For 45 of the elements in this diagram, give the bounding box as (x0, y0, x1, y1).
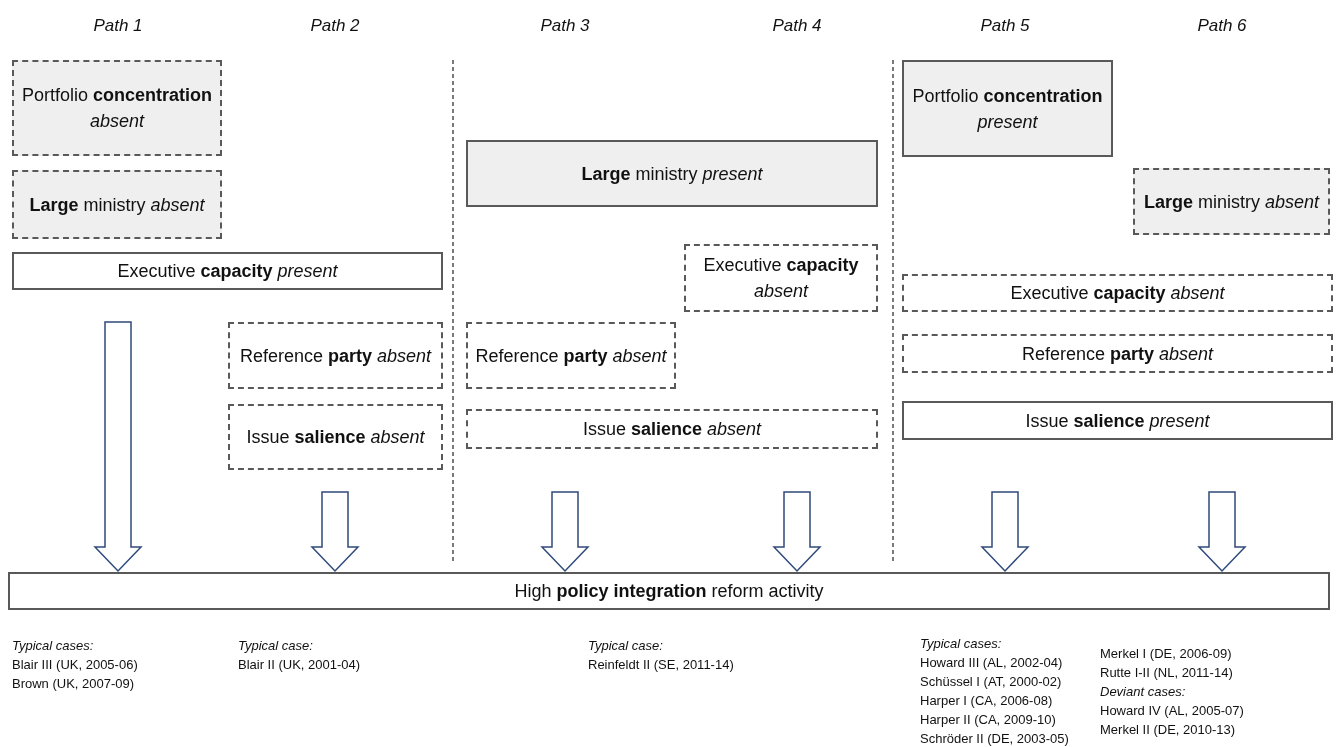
condition-box: Executive capacity absent (902, 274, 1333, 312)
case-text: Brown (UK, 2007-09) (12, 676, 135, 691)
path-heading: Path 2 (310, 16, 360, 36)
path-heading: Path 5 (980, 16, 1030, 36)
path-heading: Path 1 (93, 16, 143, 36)
path-heading: Path 4 (772, 16, 822, 36)
case-text: Typical cases: (12, 638, 94, 653)
condition-box: Issue salience absent (228, 404, 443, 470)
case-text: Howard III (AL, 2002-04) (920, 655, 1063, 670)
case-text: Merkel II (DE, 2010-13) (1100, 722, 1236, 737)
case-text: Harper II (CA, 2009-10) (920, 712, 1056, 727)
case-text: Merkel I (DE, 2006-09) (1100, 646, 1232, 661)
block-arrow (540, 491, 590, 573)
condition-box: Issue salience absent (466, 409, 878, 449)
condition-box: Issue salience present (902, 401, 1333, 440)
case-text: Harper I (CA, 2006-08) (920, 693, 1053, 708)
condition-box: Executive capacity absent (684, 244, 878, 312)
condition-box: Reference party absent (466, 322, 676, 389)
block-arrow (772, 491, 822, 573)
block-arrow (980, 491, 1030, 573)
case-text: Blair III (UK, 2005-06) (12, 657, 138, 672)
block-arrow (310, 491, 360, 573)
case-text: Reinfeldt II (SE, 2011-14) (588, 657, 734, 672)
condition-box: Portfolio concentration present (902, 60, 1113, 157)
condition-box: Large ministry absent (1133, 168, 1330, 235)
condition-box: Reference party absent (228, 322, 443, 389)
case-text: Blair II (UK, 2001-04) (238, 657, 361, 672)
condition-box: High policy integration reform activity (8, 572, 1330, 610)
condition-box: Large ministry absent (12, 170, 222, 239)
condition-box: Portfolio concentration absent (12, 60, 222, 156)
case-text: Howard IV (AL, 2005-07) (1100, 703, 1244, 718)
condition-box: Reference party absent (902, 334, 1333, 373)
block-arrow (93, 321, 143, 573)
case-text: Rutte I-II (NL, 2011-14) (1100, 665, 1233, 680)
case-text: Schüssel I (AT, 2000-02) (920, 674, 1062, 689)
block-arrow (1197, 491, 1247, 573)
case-text: Typical case: (238, 638, 313, 653)
path-heading: Path 6 (1197, 16, 1247, 36)
case-text: Typical case: (588, 638, 663, 653)
case-text: Typical cases: (920, 636, 1002, 651)
case-text: Deviant cases: (1100, 684, 1186, 699)
condition-box: Executive capacity present (12, 252, 443, 290)
path-heading: Path 3 (540, 16, 590, 36)
case-text: Schröder II (DE, 2003-05) (920, 731, 1069, 746)
condition-box: Large ministry present (466, 140, 878, 207)
